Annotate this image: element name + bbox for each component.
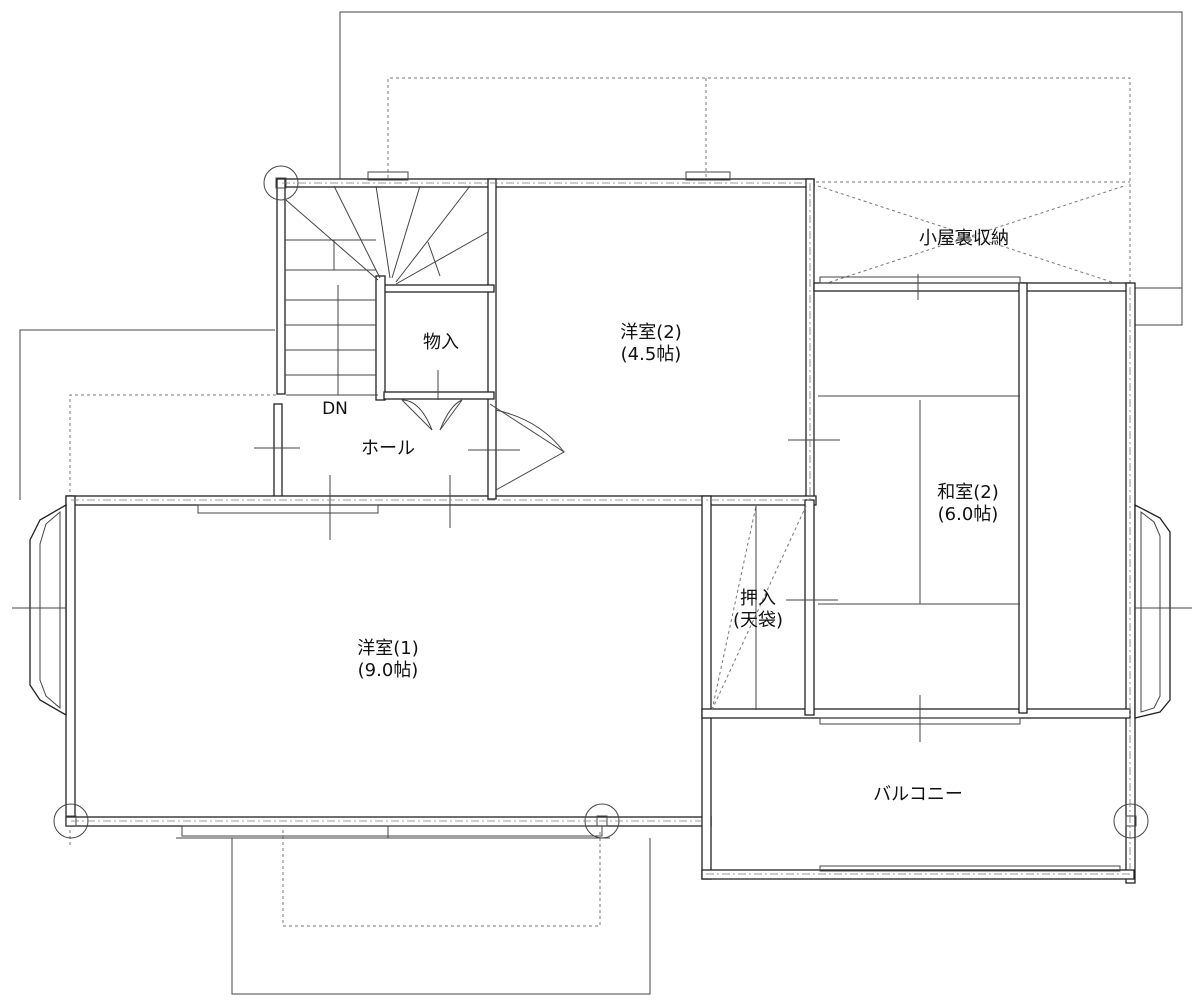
closet-sub-label: (天袋): [732, 610, 784, 631]
balcony-label: バルコニー: [873, 784, 963, 805]
doors: [401, 399, 565, 491]
closet-diagonals: [711, 505, 807, 711]
western-room-2-name: 洋室(2): [620, 322, 682, 343]
japanese-room-2-size: (6.0帖): [937, 504, 999, 525]
western-room-1-size: (9.0帖): [357, 660, 419, 681]
closet-name: 押入: [740, 588, 776, 609]
interior-walls: [375, 178, 815, 716]
roof-outline: [339, 11, 1183, 326]
porch-outline: [231, 830, 651, 995]
hall-label: ホール: [361, 438, 415, 459]
exterior-walls: [65, 178, 1136, 884]
staircase: [285, 185, 489, 396]
centerlines: [71, 182, 1131, 875]
attic-storage-label: 小屋裏収納: [919, 228, 1009, 249]
door-arrows: [254, 274, 921, 742]
storage-label: 物入: [423, 332, 459, 353]
japanese-room-2-name: 和室(2): [937, 482, 999, 503]
western-room-1-name: 洋室(1): [357, 638, 419, 659]
stairs-direction-label: DN: [322, 399, 348, 419]
bay-windows: [12, 503, 1192, 719]
tatami-lines: [818, 395, 1020, 605]
western-room-2-size: (4.5帖): [620, 344, 682, 365]
